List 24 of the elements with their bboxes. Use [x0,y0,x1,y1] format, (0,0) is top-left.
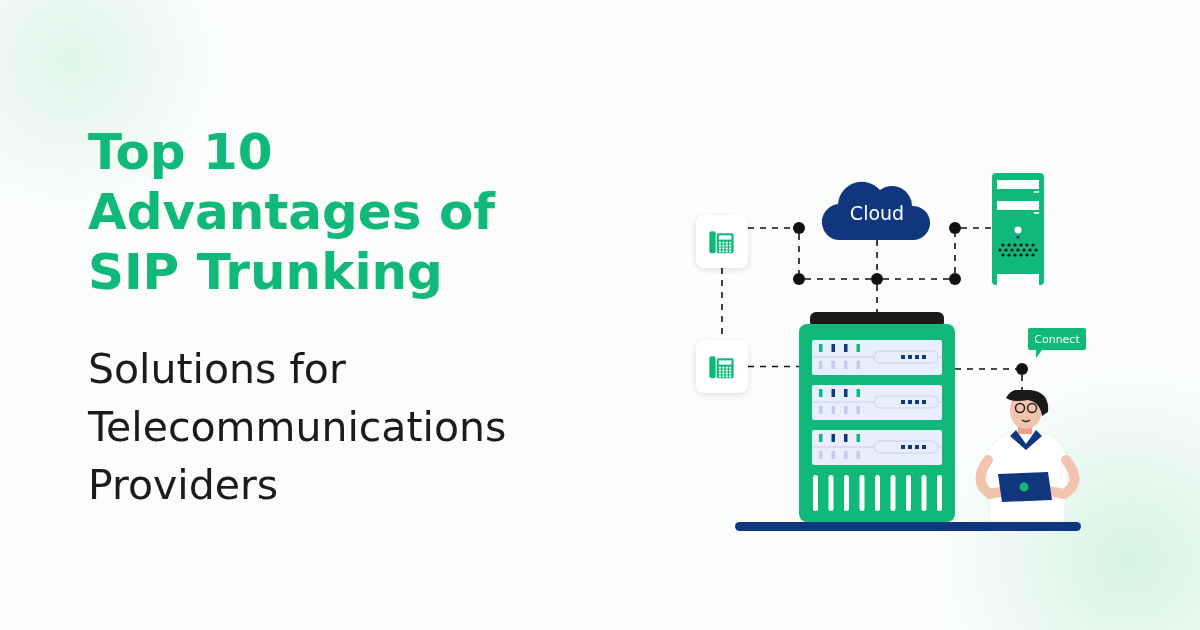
junction-dot [871,273,883,285]
junction-dot [949,273,961,285]
dashed-connector [798,233,800,274]
dashed-connector [747,365,800,368]
server-tower-drawing [992,173,1044,285]
junction-dot [793,273,805,285]
subtitle: Solutions for Telecommunications Providers [88,344,508,511]
dashed-connector [1021,374,1023,391]
dashed-connector [954,233,956,274]
dashed-connector [960,227,993,229]
dashed-connector [954,368,1017,370]
node-label: Connect [1033,331,1081,348]
speech-bubble [1028,328,1086,358]
title: Top 10 Advantages of SIP Trunking [88,122,497,302]
server-rack-drawing [799,312,955,522]
dashed-connector [804,278,872,280]
junction-dot [1016,363,1028,375]
junction-dot [793,222,805,234]
node-label: Cloud [848,201,906,226]
dashed-connector [882,278,950,280]
dashed-connector [876,284,878,313]
phone-card [696,340,748,393]
phone-card [696,215,748,268]
junction-dot [949,222,961,234]
